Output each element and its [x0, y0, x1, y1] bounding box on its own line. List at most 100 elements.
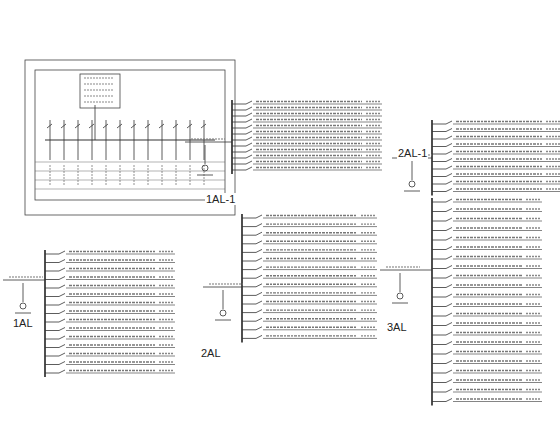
wire: [453, 249, 542, 250]
wire: [446, 228, 452, 231]
wire: [366, 119, 380, 120]
wire: [432, 373, 446, 374]
wire: [69, 293, 155, 294]
wire: [69, 336, 155, 337]
wire: [256, 249, 262, 252]
wire: [432, 287, 446, 288]
wire: [45, 347, 59, 348]
wire: [456, 256, 522, 257]
wire: [45, 279, 59, 280]
wire: [526, 360, 540, 361]
wire: [456, 143, 542, 144]
wire: [432, 316, 446, 317]
wire: [103, 124, 108, 128]
wire: [526, 218, 540, 219]
wire: [223, 290, 224, 309]
wire: [35, 162, 225, 163]
wire: [69, 285, 155, 286]
wire: [446, 159, 452, 162]
wire: [66, 305, 175, 306]
wire: [526, 199, 540, 200]
wire: [256, 143, 362, 144]
wire: [453, 259, 542, 260]
wire: [266, 284, 357, 285]
wire: [432, 382, 446, 383]
wire: [446, 174, 452, 177]
wire: [159, 336, 173, 337]
wire: [59, 268, 65, 271]
wire: [256, 258, 262, 261]
wire: [366, 113, 380, 114]
wire: [266, 335, 357, 336]
panel-name: 1AL: [12, 317, 34, 329]
wire: [453, 392, 542, 393]
wire: [209, 283, 243, 284]
wire: [159, 344, 173, 345]
wire: [253, 134, 382, 135]
wire: [50, 165, 51, 185]
wire: [453, 176, 560, 177]
wire: [361, 249, 375, 250]
wire: [546, 136, 560, 137]
wire: [253, 110, 382, 111]
wire: [159, 268, 173, 269]
wire: [69, 370, 155, 371]
wire: [361, 335, 375, 336]
wire: [95, 105, 96, 140]
wire: [263, 269, 377, 270]
wire: [456, 188, 542, 189]
wire: [446, 129, 452, 132]
wire: [526, 227, 540, 228]
wire: [59, 345, 65, 348]
wire: [456, 128, 542, 129]
wire: [263, 278, 377, 279]
wire: [456, 275, 522, 276]
wire: [256, 318, 262, 321]
wire: [69, 302, 155, 303]
wire: [266, 223, 357, 224]
wire: [432, 297, 446, 298]
wire: [69, 327, 155, 328]
wire: [117, 124, 122, 128]
wire: [263, 338, 377, 339]
wire: [526, 246, 540, 247]
wire: [432, 154, 446, 155]
wire: [246, 137, 252, 140]
wire: [75, 124, 80, 128]
wire: [266, 249, 357, 250]
wire: [526, 294, 540, 295]
wire: [380, 270, 432, 271]
wire: [432, 176, 446, 177]
wire: [45, 373, 59, 374]
wire: [256, 167, 362, 168]
wire: [392, 303, 408, 304]
wire: [232, 104, 246, 105]
wire: [242, 329, 256, 330]
wire: [89, 124, 94, 128]
wire: [176, 165, 177, 185]
wire: [263, 312, 377, 313]
wire: [404, 191, 420, 192]
wire: [59, 311, 65, 314]
wire: [59, 370, 65, 373]
wire: [453, 373, 542, 374]
wire: [45, 271, 59, 272]
wire: [431, 198, 433, 406]
wire: [242, 235, 256, 236]
wire: [232, 158, 246, 159]
wire: [453, 335, 542, 336]
wire: [266, 309, 357, 310]
wire: [453, 161, 560, 162]
panel-name: 2AL-1: [397, 147, 428, 159]
wire: [366, 149, 380, 150]
wire: [446, 389, 452, 392]
wire: [366, 167, 380, 168]
wire: [446, 237, 452, 240]
wire: [456, 181, 542, 182]
wire: [432, 363, 446, 364]
wire: [246, 113, 252, 116]
wire: [232, 116, 246, 117]
meter-symbol: [397, 293, 403, 299]
wire: [253, 122, 382, 123]
